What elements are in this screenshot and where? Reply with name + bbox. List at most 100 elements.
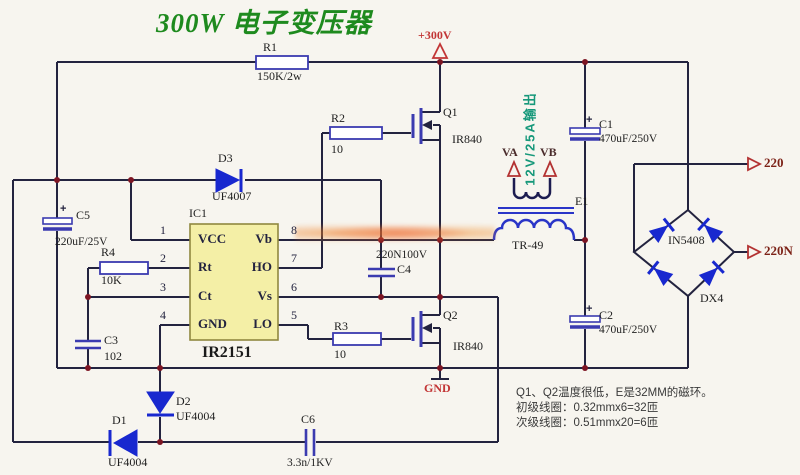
r4-value: 10K (101, 273, 122, 287)
r2-ref: R2 (331, 111, 346, 125)
wires (12, 61, 748, 443)
cap-c4 (368, 267, 395, 278)
mosfet-q1-arrow-icon (422, 120, 432, 130)
c2-value: 470uF/250V (599, 324, 658, 336)
diode-d3 (215, 168, 241, 193)
cap-c1 (569, 127, 601, 135)
c3-value: 102 (104, 349, 122, 363)
q1-part: IR840 (452, 132, 482, 146)
c1-ref: C1 (599, 117, 614, 131)
r1-ref: R1 (263, 40, 278, 54)
bridge-diode-icon (697, 217, 724, 244)
d2-value: UF4004 (176, 409, 216, 423)
pin-name-rt: Rt (198, 259, 212, 274)
cap-c6 (304, 429, 316, 456)
c4-value: 220N100V (376, 249, 428, 261)
ic-part: IR2151 (202, 344, 252, 361)
pin-number: 1 (160, 223, 166, 237)
q2-ref: Q2 (443, 308, 458, 322)
pin-number: 8 (291, 223, 297, 237)
transformer-ref: E1 (575, 194, 589, 208)
cap-c5 (42, 217, 73, 225)
cap-c3 (75, 339, 101, 350)
bridge-diode-icon (648, 217, 675, 243)
ground-label: GND (424, 381, 451, 395)
transformer-e1 (492, 159, 576, 241)
pin-number: 4 (160, 308, 166, 322)
r4-ref: R4 (101, 245, 116, 259)
vb-label: VB (540, 145, 557, 159)
resistor-r1 (255, 55, 309, 70)
r3-value: 10 (334, 347, 346, 361)
note-line: Q1、Q2温度很低，E是32MM的磁环。 (516, 387, 713, 399)
resistor-r2 (329, 126, 383, 140)
core (498, 207, 574, 214)
c6-ref: C6 (301, 412, 316, 426)
ac220n-arrow-icon (747, 244, 763, 260)
c4-ref: C4 (397, 262, 412, 276)
c5-value: 220uF/25V (55, 236, 108, 248)
d3-ref: D3 (218, 151, 233, 165)
bridge-part: IN5408 (668, 233, 705, 247)
plus300v-arrow-icon (431, 41, 449, 59)
c6-value: 3.3n/1KV (287, 457, 333, 469)
pin-name-ho: HO (251, 259, 272, 274)
pin-name-vcc: VCC (198, 231, 227, 246)
diodes (108, 168, 243, 457)
ic-ir2151-body (189, 223, 279, 341)
va-label: VA (502, 145, 518, 159)
d1-ref: D1 (112, 413, 127, 427)
ic-ref: IC1 (189, 206, 207, 220)
resistor-r3 (332, 332, 382, 346)
c2-ref: C2 (599, 308, 614, 322)
mosfet-q2-arrow-icon (422, 323, 432, 333)
bridge-diode-icon (647, 260, 674, 287)
c1-value: 470uF/250V (599, 133, 658, 145)
c5-polarity: + (60, 203, 67, 215)
winding-notes: Q1、Q2温度很低，E是32MM的磁环。 初级线圈：0.32mmx6=32匝 次… (516, 386, 713, 431)
pin-name-vs: Vs (257, 288, 272, 303)
r3-ref: R3 (334, 319, 349, 333)
d2-ref: D2 (176, 394, 191, 408)
ac220-arrow-icon (747, 156, 763, 172)
r1-value: 150K/2w (257, 69, 302, 83)
ac-neutral-label: 220N (764, 243, 793, 258)
bridge-diode-icon (698, 260, 725, 287)
capacitors (42, 127, 601, 456)
pin-number: 3 (160, 280, 166, 294)
d1-value: UF4004 (108, 455, 148, 469)
note-line: 次级线圈：0.51mmx20=6匝 (516, 417, 659, 429)
cap-c2 (569, 315, 601, 323)
pin-number: 6 (291, 280, 297, 294)
q1-ref: Q1 (443, 105, 458, 119)
schematic-title: 300W 电子变压器 (156, 8, 372, 38)
pin-number: 7 (291, 251, 297, 265)
pin-number: 2 (160, 251, 166, 265)
bridge-rectifier (632, 208, 736, 298)
diode-d2 (146, 391, 175, 414)
c2-polarity: + (586, 303, 593, 315)
va-arrow-icon (506, 159, 522, 177)
pin-name-vb: Vb (255, 231, 272, 246)
vb-arrow-icon (542, 159, 558, 177)
mosfet-q2 (411, 311, 423, 347)
mosfet-q1 (411, 108, 423, 144)
q2-part: IR840 (453, 339, 483, 353)
resistor-r4 (99, 261, 149, 275)
transformer-part: TR-49 (512, 238, 544, 252)
secondary-winding (512, 178, 552, 200)
diode-d1 (112, 429, 138, 457)
primary-winding (492, 218, 576, 241)
d3-value: UF4007 (212, 189, 252, 203)
ac-line-label: 220 (764, 155, 784, 170)
pin-name-lo: LO (253, 316, 272, 331)
c5-ref: C5 (76, 208, 91, 222)
bridge-ref: DX4 (700, 291, 724, 305)
c3-ref: C3 (104, 333, 119, 347)
pin-number: 5 (291, 308, 297, 322)
output-rating-label: 12V/25A输出 (522, 91, 538, 186)
pin-name-ct: Ct (198, 288, 212, 303)
rail-label: +300V (418, 28, 452, 42)
